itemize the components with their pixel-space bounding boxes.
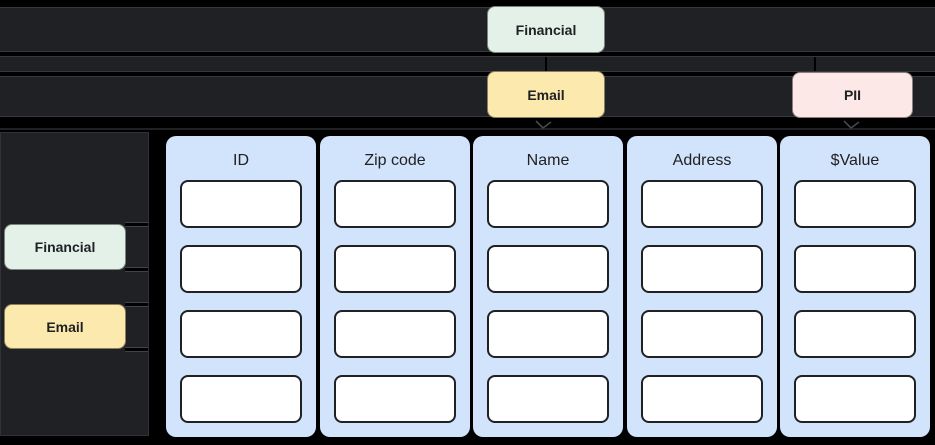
sidebar-financial-tag-label: Financial bbox=[34, 239, 96, 255]
chevron-down-icon bbox=[843, 120, 860, 130]
taxonomy-bar-row-2 bbox=[0, 56, 935, 72]
taxonomy-bar-row-1 bbox=[0, 7, 935, 52]
table-column-zip-code: Zip code bbox=[320, 136, 470, 437]
table-cell bbox=[180, 180, 302, 228]
bar-divider bbox=[814, 57, 816, 71]
table-column-value: $Value bbox=[780, 136, 930, 437]
table-cell bbox=[641, 310, 763, 358]
column-header: Address bbox=[672, 152, 732, 169]
table-cell bbox=[180, 375, 302, 423]
table-cell bbox=[641, 245, 763, 293]
table-column-address: Address bbox=[627, 136, 777, 437]
table-cell bbox=[180, 310, 302, 358]
bar-divider bbox=[545, 57, 547, 71]
connector-stub bbox=[125, 267, 148, 272]
table-cell bbox=[641, 375, 763, 423]
table-cell bbox=[487, 180, 609, 228]
column-header: ID bbox=[233, 152, 249, 169]
email-tag-chip[interactable]: Email bbox=[487, 71, 605, 118]
table-cell bbox=[794, 375, 916, 423]
table-cell bbox=[794, 310, 916, 358]
table-cell bbox=[794, 180, 916, 228]
sidebar-panel bbox=[0, 132, 149, 436]
pii-tag-chip[interactable]: PII bbox=[792, 72, 913, 118]
table-cell bbox=[487, 375, 609, 423]
connector-stub bbox=[125, 347, 148, 352]
taxonomy-bar-row-3 bbox=[0, 76, 935, 117]
pii-tag-label: PII bbox=[843, 87, 862, 103]
sidebar-email-tag-label: Email bbox=[46, 318, 84, 335]
column-header: $Value bbox=[830, 152, 880, 169]
table-cell bbox=[334, 375, 456, 423]
table-cell bbox=[487, 310, 609, 358]
column-header: Name bbox=[526, 152, 570, 169]
table-column-id: ID bbox=[166, 136, 316, 437]
email-tag-label: Email bbox=[527, 86, 565, 103]
table-cell bbox=[487, 245, 609, 293]
chevron-down-icon bbox=[535, 120, 552, 130]
connector-track-line bbox=[0, 128, 935, 130]
table-cell bbox=[334, 310, 456, 358]
connector-stub bbox=[125, 222, 148, 227]
table-column-name: Name bbox=[473, 136, 623, 437]
table-cell bbox=[794, 245, 916, 293]
column-header: Zip code bbox=[364, 152, 426, 169]
sidebar-financial-tag-chip[interactable]: Financial bbox=[4, 224, 126, 270]
table-cell bbox=[334, 180, 456, 228]
table-cell bbox=[180, 245, 302, 293]
sidebar-email-tag-chip[interactable]: Email bbox=[4, 304, 126, 349]
table-cell bbox=[641, 180, 763, 228]
financial-tag-chip[interactable]: Financial bbox=[487, 6, 605, 53]
table-cell bbox=[334, 245, 456, 293]
financial-tag-label: Financial bbox=[515, 21, 577, 38]
connector-stub bbox=[125, 302, 148, 307]
